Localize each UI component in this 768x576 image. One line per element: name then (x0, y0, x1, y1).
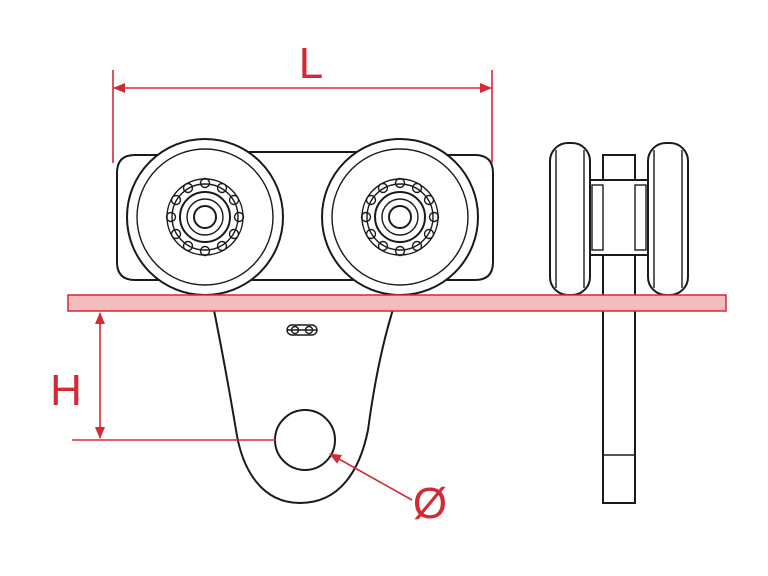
rail-track (67, 294, 727, 312)
right-wheel (321, 138, 479, 296)
height-label: H (50, 366, 82, 415)
height-dimension: H (50, 312, 276, 441)
screw-slot (286, 324, 318, 336)
length-label: L (299, 39, 323, 88)
length-dimension: L (112, 39, 493, 163)
side-view-right-wheel (647, 142, 689, 296)
hanger-bracket (210, 299, 398, 505)
diameter-label: Ø (413, 479, 447, 528)
right-bearing-balls (360, 177, 440, 257)
left-wheel (126, 138, 284, 296)
mounting-hole (274, 409, 336, 471)
side-view-left-wheel (549, 142, 591, 296)
diameter-dimension: Ø (329, 453, 447, 528)
side-view-hub (584, 179, 654, 256)
left-bearing-balls (165, 177, 245, 257)
